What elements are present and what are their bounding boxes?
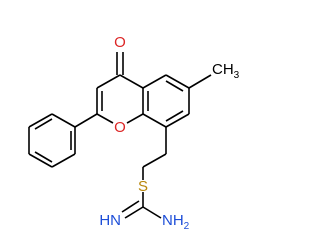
bond <box>28 153 53 168</box>
double-bond-inner <box>34 118 53 130</box>
pyranone-ring <box>74 74 144 128</box>
carbonyl-oxygen-label: O <box>114 34 126 51</box>
benzo-ring <box>142 74 190 128</box>
imine-double-bond <box>124 206 144 219</box>
bond <box>165 74 190 89</box>
chemical-structure-diagram: O O CH3 S HN NH2 <box>28 34 240 232</box>
ring-oxygen-label: O <box>114 119 126 136</box>
bond <box>142 153 167 168</box>
methyl-bond <box>188 74 212 89</box>
methyl-text: CH <box>212 61 234 78</box>
imine-nitrogen-label: HN <box>99 212 121 229</box>
bond <box>142 74 167 89</box>
amine-subscript: 2 <box>184 221 190 232</box>
bond <box>74 113 98 128</box>
bond <box>51 113 76 128</box>
amine-text: NH <box>162 212 184 229</box>
bond <box>126 113 144 124</box>
bond <box>165 113 190 128</box>
methyl-subscript: 3 <box>234 70 240 81</box>
bond <box>51 153 76 168</box>
bond <box>96 74 121 89</box>
double-bond-inner <box>165 80 184 92</box>
bond <box>28 113 53 128</box>
amine-nitrogen-label: NH2 <box>162 212 190 232</box>
bond <box>142 206 162 219</box>
sulfur-label: S <box>138 178 148 195</box>
double-bond-inner <box>34 151 53 163</box>
methyl-label: CH3 <box>212 61 240 81</box>
structure-canvas: O O CH3 S HN NH2 <box>28 34 240 232</box>
bond <box>142 113 167 128</box>
isothiourea-side-chain <box>121 127 167 219</box>
bond <box>96 113 114 124</box>
phenyl-ring <box>28 113 76 168</box>
bond <box>119 74 144 89</box>
carbonyl-group <box>116 52 124 75</box>
imine-double-bond <box>121 200 140 213</box>
double-bond-inner <box>165 110 184 122</box>
